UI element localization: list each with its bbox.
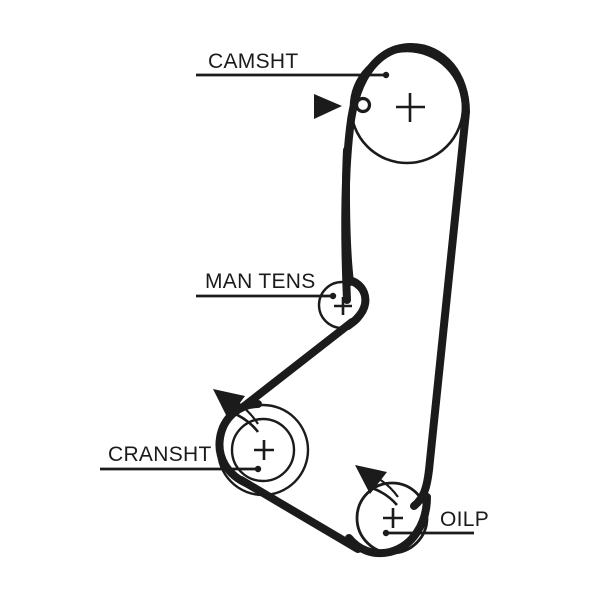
- belt-tensioner-run: [239, 318, 356, 411]
- camshaft-rotation-arrow-icon: [314, 94, 342, 119]
- crankshaft-center-cross: [254, 440, 274, 460]
- tensioner-center-cross: [334, 297, 352, 315]
- label-camsht: CAMSHT: [208, 50, 298, 73]
- camsht-leader-dot: [382, 71, 390, 79]
- man-tens-leader-dot: [329, 292, 337, 300]
- label-cransht: CRANSHT: [108, 443, 212, 466]
- belt-tensioner-wrap: [344, 276, 370, 330]
- belt-left-run: [342, 146, 354, 286]
- component-labels: CAMSHT MAN TENS CRANSHT OILP: [108, 50, 489, 531]
- oilp-leader-dot: [382, 529, 390, 537]
- belt-bottom-run: [237, 476, 362, 553]
- oilpump-center-cross: [383, 508, 403, 528]
- pulley-center-marks: [254, 93, 425, 528]
- label-man-tens: MAN TENS: [205, 270, 316, 293]
- timing-belt-left-run: [342, 146, 354, 286]
- rotation-arrows: [213, 94, 399, 506]
- label-oilp: OILP: [440, 508, 489, 531]
- crankshaft-rotation-arrow-icon: [213, 389, 260, 433]
- oilpump-rotation-arrow-icon: [355, 465, 399, 506]
- leader-endpoint-dots: [254, 71, 390, 537]
- crankshaft-pulley-inner-ring: [230, 417, 296, 483]
- cransht-leader-dot: [254, 465, 262, 473]
- camshaft-timing-hole-icon: [354, 96, 372, 114]
- leader-lines: [100, 73, 474, 535]
- camshaft-center-cross: [396, 93, 425, 122]
